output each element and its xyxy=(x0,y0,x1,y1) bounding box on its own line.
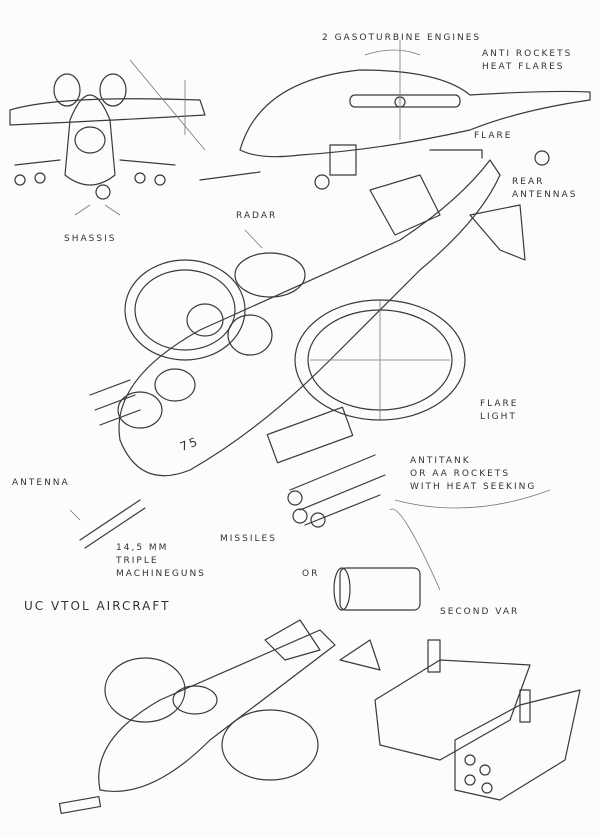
label-heat-flares: ANTI ROCKETS HEAT FLARES xyxy=(482,49,573,72)
label-antenna: ANTENNA xyxy=(12,478,70,488)
label-rockets: ANTITANK OR AA ROCKETS WITH HEAT SEEKING xyxy=(410,456,537,492)
label-second-variant: SECOND VAR xyxy=(440,607,520,617)
rocket-pod-sketch xyxy=(333,508,441,611)
sheet-title: UC VTOL AIRCRAFT xyxy=(24,599,171,613)
label-rear-antennas: REAR ANTENNAS xyxy=(512,177,578,200)
label-radar: RADAR xyxy=(236,211,278,221)
bottom-views-sketch xyxy=(58,619,581,814)
front-view-sketch xyxy=(9,59,206,216)
label-machineguns: 14,5 MM TRIPLE MACHINEGUNS xyxy=(116,543,206,579)
label-missiles: MISSILES xyxy=(220,534,277,544)
label-or: OR xyxy=(302,569,320,579)
label-flare-light: FLARE LIGHT xyxy=(480,399,519,422)
label-flare: FLARE xyxy=(474,131,513,141)
label-engines: 2 GASOTURBINE ENGINES xyxy=(322,33,482,43)
side-view-sketch xyxy=(199,40,591,190)
label-chassis: SHASSIS xyxy=(64,234,117,244)
main-isometric-sketch xyxy=(69,149,551,549)
